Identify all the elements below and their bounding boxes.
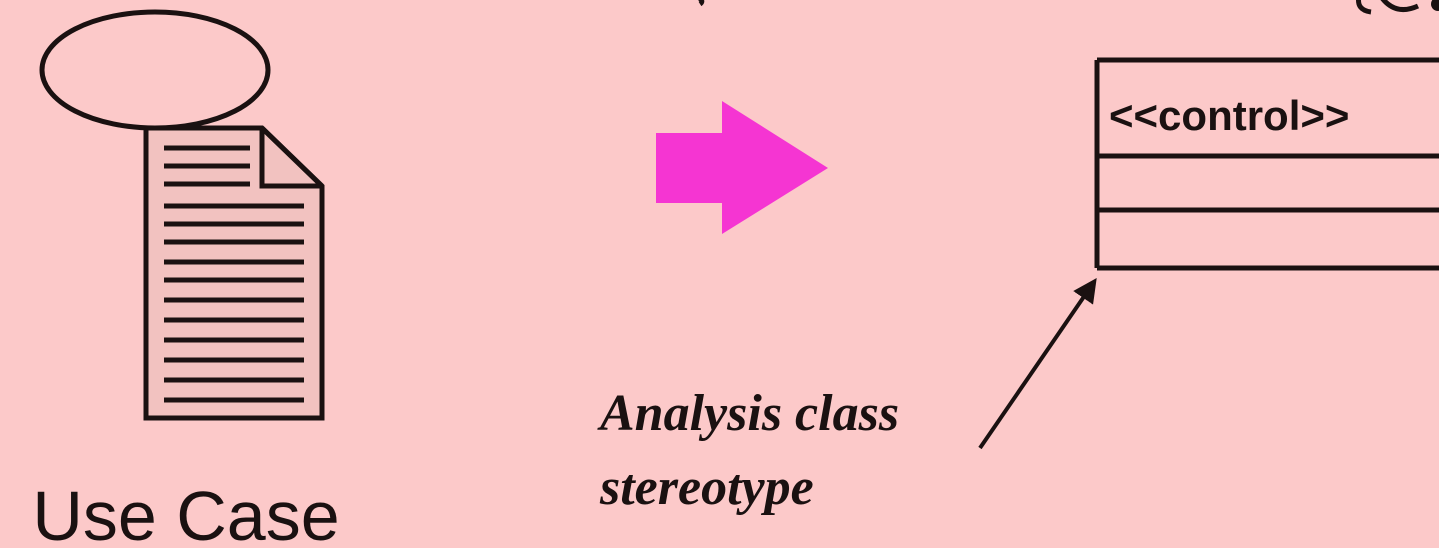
stereotype-label: <<control>>: [1109, 92, 1349, 139]
annotation-line-1: Analysis class: [597, 385, 899, 442]
document-icon: [143, 125, 325, 421]
transform-arrow: [656, 101, 828, 234]
annotation-pointer-arrow: [978, 278, 1097, 450]
annotation-line-2: stereotype: [599, 459, 814, 516]
use-case-label: Use Case: [32, 477, 339, 548]
cropped-top-text: [697, 0, 1439, 15]
use-case-ellipse: [39, 9, 271, 131]
control-class-box: [1094, 57, 1439, 271]
